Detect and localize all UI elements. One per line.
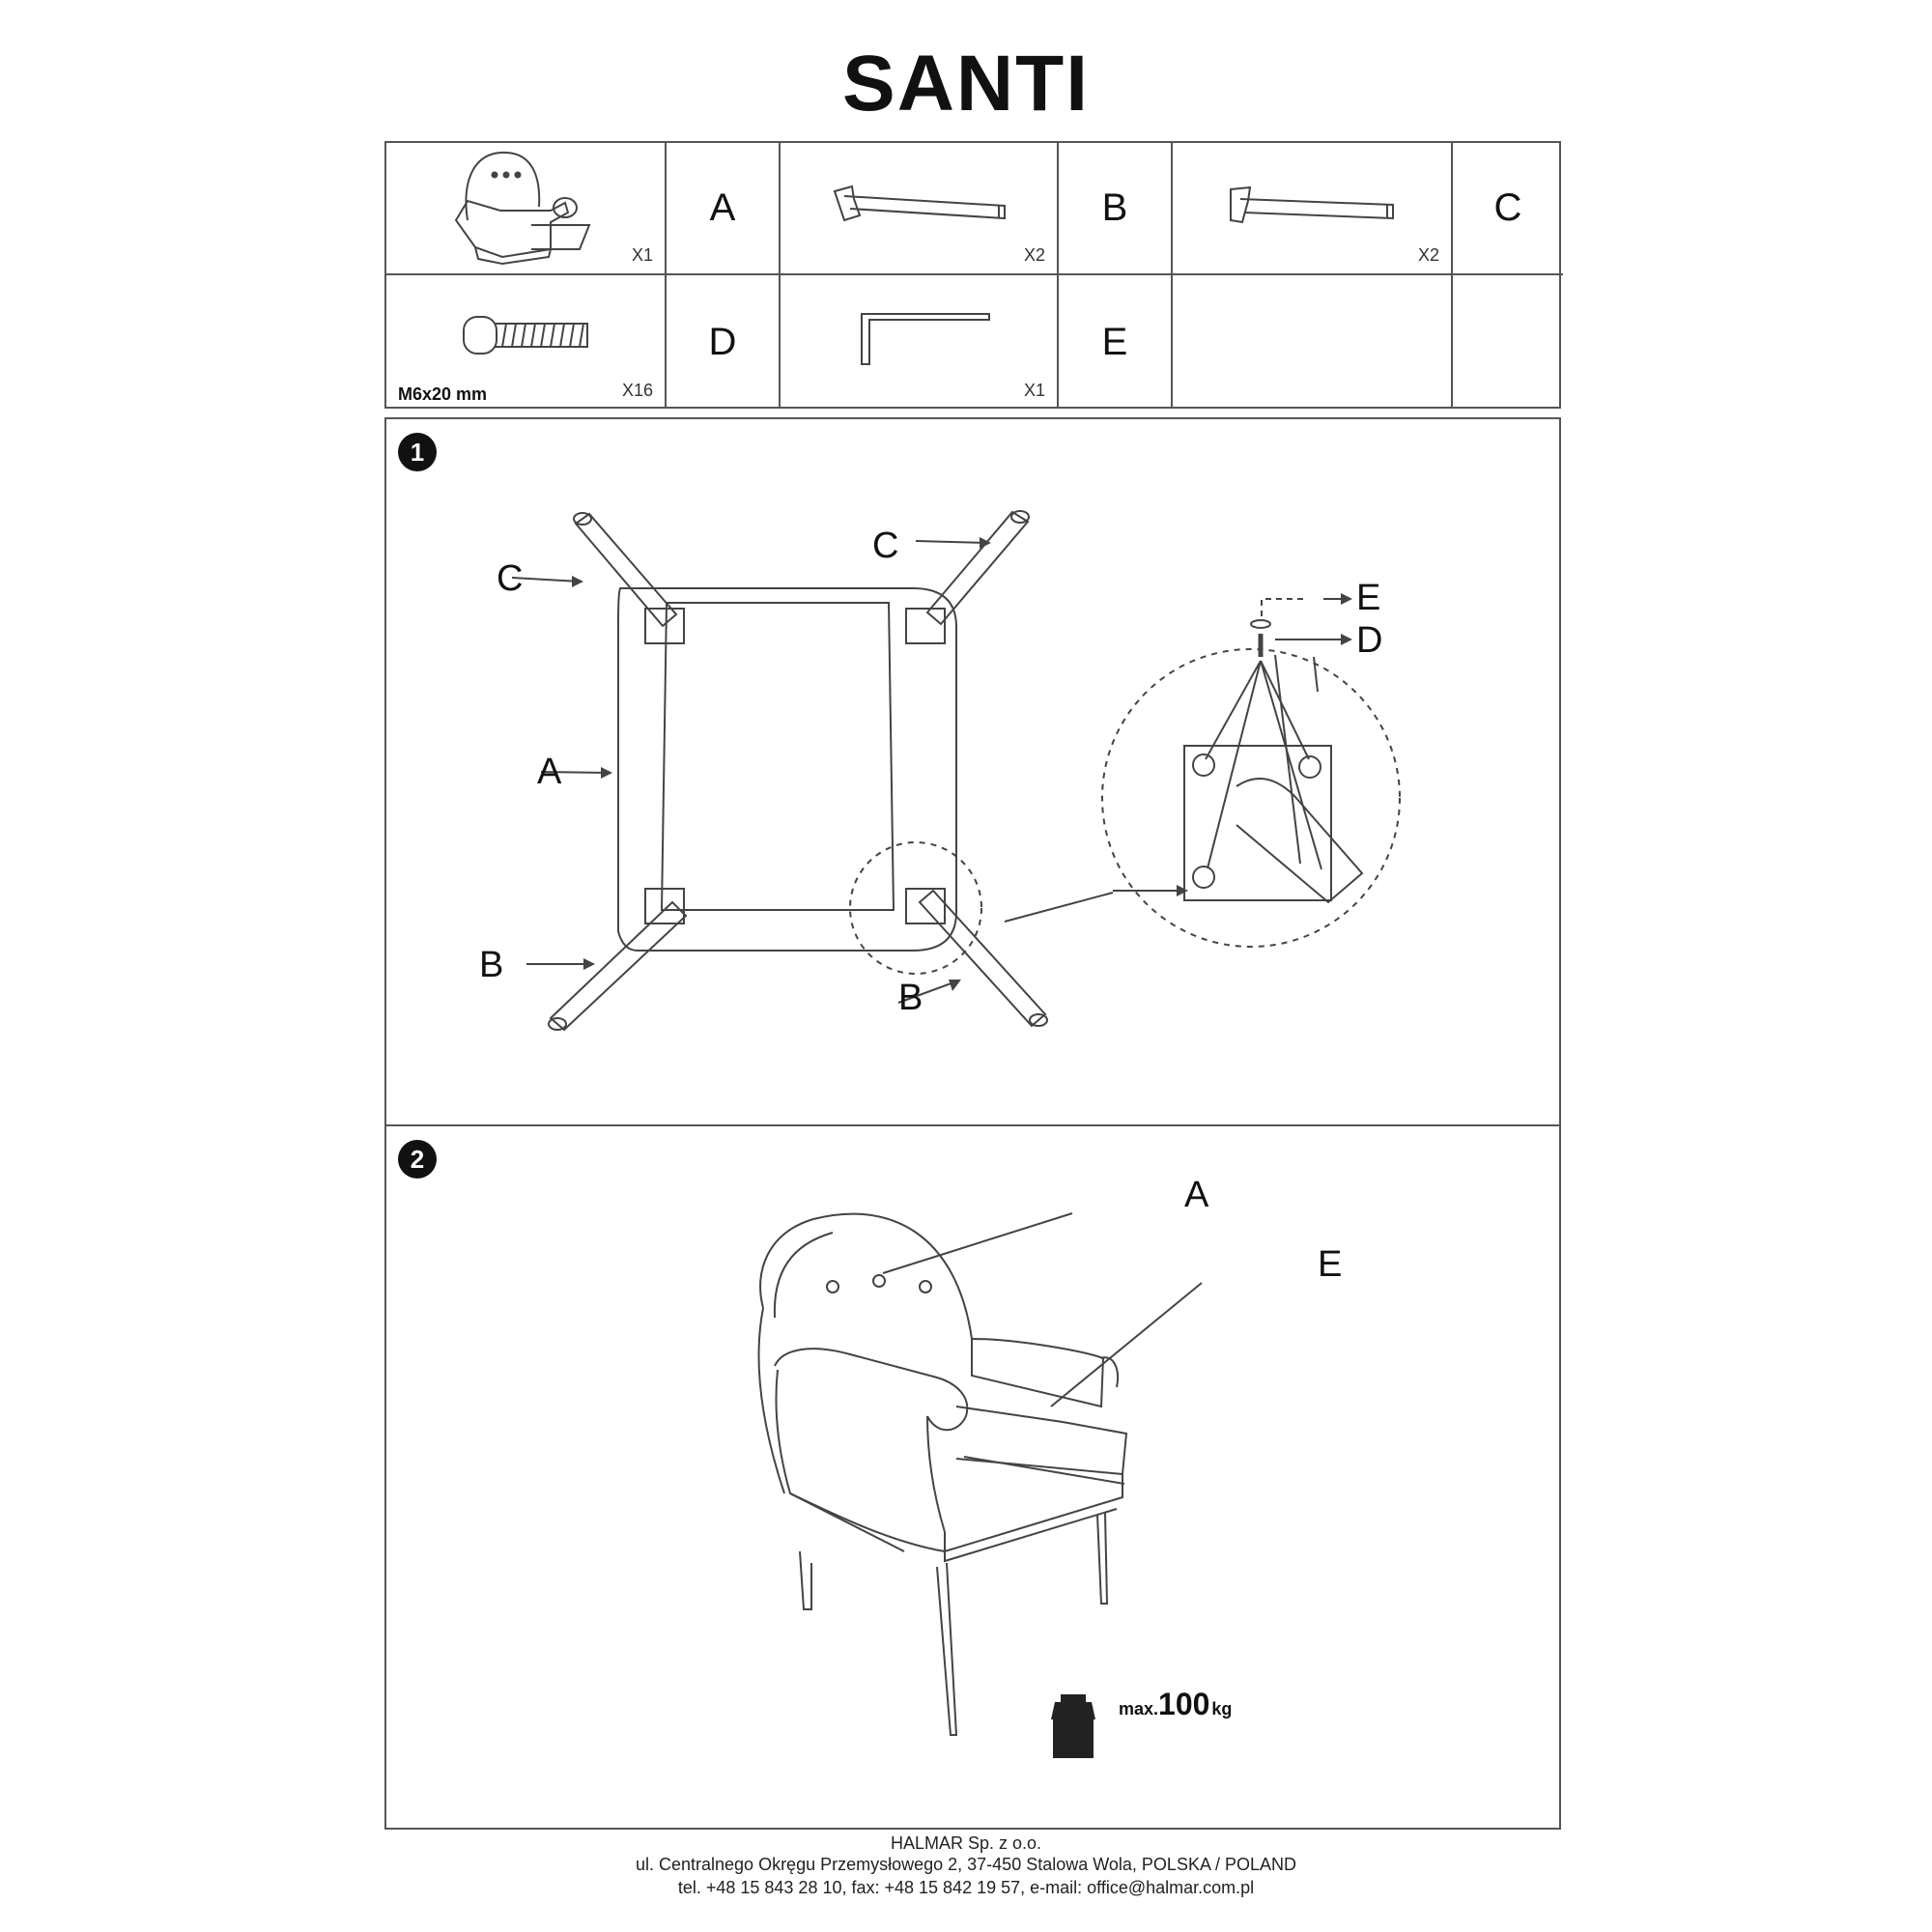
part-quantity: X1	[631, 245, 653, 265]
leg-icon	[833, 185, 1006, 222]
bolt-spec: M6x20 mm	[398, 384, 488, 404]
label-c-right: C	[872, 526, 899, 566]
parts-table: X1 A X2 B X2 C	[384, 141, 1563, 409]
label-e: E	[1356, 578, 1381, 618]
leg-icon	[1230, 185, 1394, 224]
empty-cell	[1173, 275, 1453, 409]
part-letter-b: B	[1059, 143, 1173, 275]
part-letter-e: E	[1059, 275, 1173, 409]
label-a: A	[537, 752, 562, 792]
part-letter-a: A	[667, 143, 781, 275]
label-c-left: C	[497, 558, 524, 599]
part-image-cell-leg-c: X2	[1173, 143, 1453, 275]
allen-key-icon	[861, 313, 990, 365]
part-quantity: X2	[1023, 245, 1045, 265]
label-b-left: B	[479, 945, 504, 985]
label-a: A	[1184, 1175, 1209, 1215]
step-2-panel: 2	[384, 1124, 1561, 1830]
step-2-diagram	[757, 1212, 1203, 1758]
part-image-cell-allen-key: X1	[781, 275, 1059, 409]
step-number-2: 2	[398, 1140, 437, 1179]
armchair-icon	[454, 151, 591, 266]
max-weight-value: 100	[1158, 1687, 1210, 1721]
weight-icon	[1051, 1694, 1095, 1758]
max-weight-unit: kg	[1211, 1699, 1233, 1719]
bolt-icon	[463, 316, 588, 355]
document-title: SANTI	[842, 40, 1090, 128]
footer-address: ul. Centralnego Okręgu Przemysłowego 2, …	[635, 1855, 1296, 1874]
label-d: D	[1356, 620, 1383, 661]
part-image-cell-leg-b: X2	[781, 143, 1059, 275]
part-image-cell-bolt: M6x20 mm X16	[386, 275, 667, 409]
footer-contact: tel. +48 15 843 28 10, fax: +48 15 842 1…	[677, 1878, 1255, 1897]
part-quantity: X1	[1023, 381, 1045, 400]
part-letter-d: D	[667, 275, 781, 409]
step-1-diagram	[511, 510, 1401, 1032]
label-b-right: B	[898, 978, 923, 1018]
step-number-1: 1	[398, 433, 437, 471]
step-1-panel: 1	[384, 417, 1561, 1126]
footer-company: HALMAR Sp. z o.o.	[890, 1833, 1042, 1853]
seat-outline	[617, 587, 957, 952]
part-image-cell-armchair: X1	[386, 143, 667, 275]
label-e: E	[1318, 1244, 1343, 1285]
max-weight-prefix: max.	[1119, 1699, 1159, 1719]
part-quantity: X16	[621, 381, 653, 400]
part-quantity: X2	[1417, 245, 1439, 265]
empty-cell	[1453, 275, 1563, 409]
part-letter-c: C	[1453, 143, 1563, 275]
